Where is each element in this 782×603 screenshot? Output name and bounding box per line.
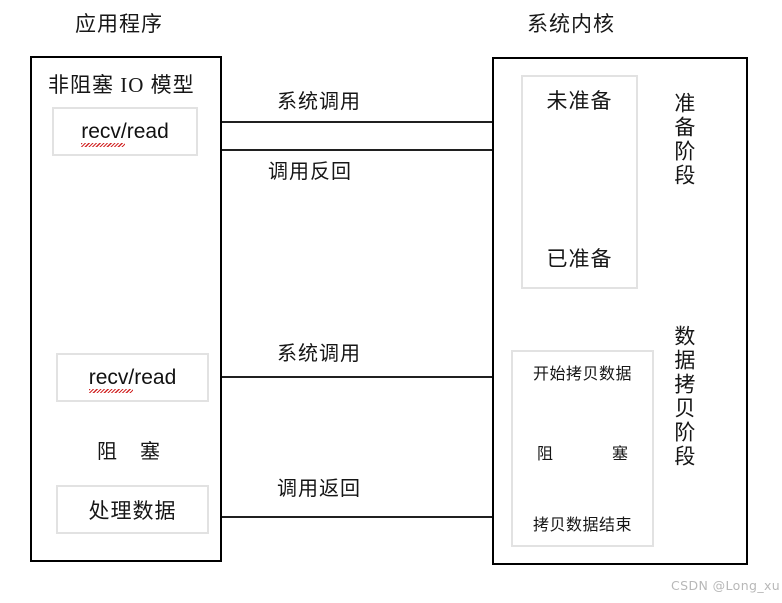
process-data-label: 处理数据: [88, 498, 177, 523]
kernel-blocking-caption-right-char: 塞: [612, 446, 629, 463]
model-title-label: 非阻塞 IO 模型: [48, 73, 195, 97]
state-label-copy-end: 拷贝数据结束: [532, 517, 632, 534]
arrow-caption-syscall-1: 系统调用: [277, 91, 361, 113]
recv-read-box-2[interactable]: recv/read: [56, 353, 209, 402]
recv-read-label-2: recv/read: [88, 365, 177, 393]
state-label-copy-start: 开始拷贝数据: [532, 366, 632, 383]
phase-label-prepare: 准备阶段: [671, 92, 696, 188]
kernel-blocking-caption-left-char: 阻: [537, 446, 554, 463]
copy-stage-box[interactable]: 开始拷贝数据 阻 塞 拷贝数据结束: [511, 350, 654, 547]
watermark-label: CSDN @Long_xu: [671, 578, 781, 593]
prepare-stage-box[interactable]: 未准备 已准备: [521, 75, 638, 289]
arrow-caption-call-return-1: 调用反回: [268, 161, 352, 183]
phase-label-data-copy: 数据拷贝阶段: [671, 325, 696, 469]
arrow-caption-call-return-2: 调用返回: [277, 478, 361, 500]
state-label-prepared: 已准备: [546, 247, 613, 271]
recv-read-box-1[interactable]: recv/read: [52, 107, 198, 156]
recv-read-label-1: recv/read: [81, 119, 169, 147]
blocking-caption-left-char: 阻: [97, 441, 118, 463]
arrow-caption-syscall-2: 系统调用: [277, 343, 361, 365]
state-label-unprepared: 未准备: [546, 89, 613, 113]
page-title-application: 应用程序: [75, 12, 163, 36]
process-data-box[interactable]: 处理数据: [56, 485, 209, 534]
blocking-caption-right-char: 塞: [140, 441, 161, 463]
page-title-kernel: 系统内核: [527, 12, 615, 36]
